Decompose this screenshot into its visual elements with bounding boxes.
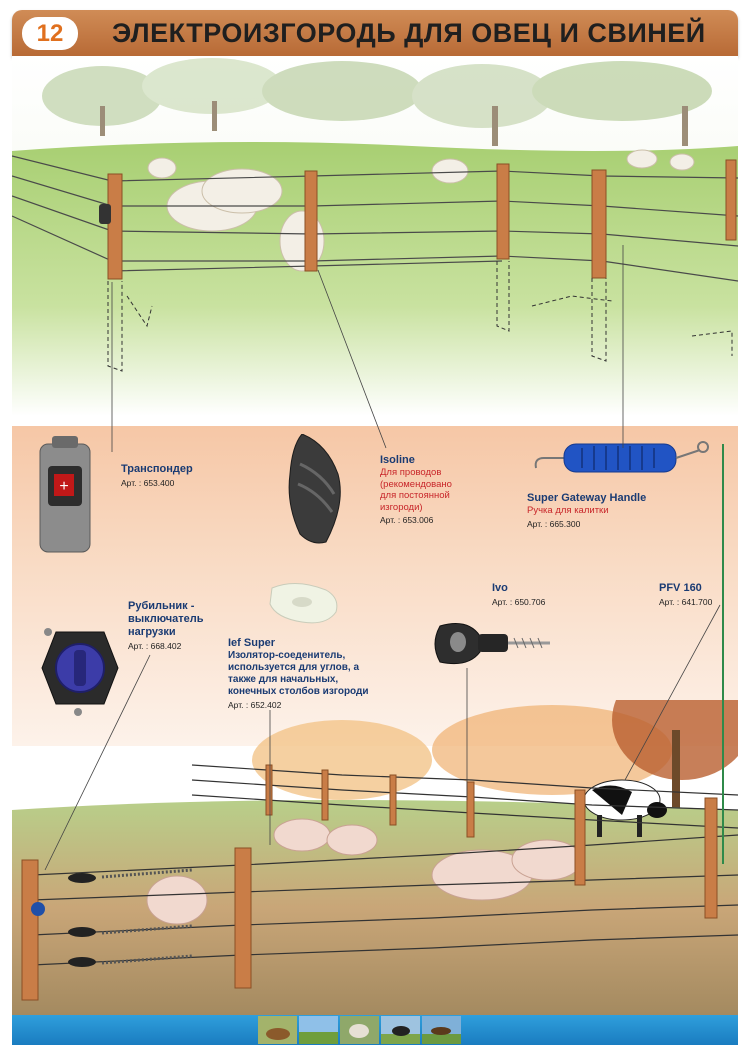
switch-image [38,622,122,723]
isoline-name: Isoline [380,454,415,466]
isoline-desc-2: (рекомендовано [380,478,452,490]
ivo-art: Арт. : 650.706 [492,597,546,607]
pig-pasture-illustration [12,700,738,1015]
page-title: ЭЛЕКТРОИЗГОРОДЬ ДЛЯ ОВЕЦ И СВИНЕЙ [112,18,706,48]
gateway-desc: Ручка для калитки [527,505,609,516]
isoline-label: Isoline Для проводов (рекомендовано для … [380,454,452,526]
transponder-art: Арт. : 653.400 [121,478,175,488]
sheep-thumb-icon [340,1016,379,1044]
switch-name-1: Рубильник - [128,600,195,612]
svg-text:+: + [59,478,68,495]
ief-super-image [266,578,342,633]
ief-art: Арт. : 652.402 [228,700,282,710]
page-number: 12 [22,17,78,50]
ief-desc-4: конечных столбов изгороди [228,686,369,697]
pfv-name: PFV 160 [659,582,702,594]
pfv-art: Арт. : 641.700 [659,597,713,607]
ief-label: Ief Super Изолятор-соеденитель, использу… [228,637,369,711]
switch-label: Рубильник - выключатель нагрузки Арт. : … [128,600,204,652]
ief-desc-1: Изолятор-соеденитель, [228,650,346,661]
pfv-label: PFV 160 Арт. : 641.700 [659,582,712,608]
switch-art: Арт. : 668.402 [128,641,182,651]
landscape-thumb-icon [299,1016,338,1044]
ivo-name: Ivo [492,582,508,594]
ief-desc-2: используется для углов, а [228,662,360,673]
cow-thumb-icon [381,1016,420,1044]
isoline-desc-4: изгороди) [380,501,423,513]
pfv-post-image [719,444,729,869]
ief-desc-3: также для начальных, [228,674,339,685]
gateway-art: Арт. : 665.300 [527,518,581,529]
transponder-image: + [38,436,94,561]
transponder-name: Транспондер [121,463,193,475]
ivo-label: Ivo Арт. : 650.706 [492,582,545,608]
isoline-desc-3: для постоянной [380,490,450,501]
transponder-label: Транспондер Арт. : 653.400 [121,463,193,489]
ief-name: Ief Super [228,637,276,649]
switch-name-3: нагрузки [128,626,176,638]
gateway-label: Super Gateway Handle Ручка для калитки А… [527,492,646,530]
isoline-insulator-image [282,433,350,551]
ivo-insulator-image [430,618,554,675]
isoline-desc-1: Для проводов [380,467,442,478]
gateway-handle-image [532,434,712,489]
gateway-name: Super Gateway Handle [527,492,647,504]
cows-thumb-icon [258,1016,297,1044]
footer-thumbnails [258,1016,461,1044]
switch-name-2: выключатель [128,613,204,625]
page-header: 12 ЭЛЕКТРОИЗГОРОДЬ ДЛЯ ОВЕЦ И СВИНЕЙ [12,10,738,56]
horse-thumb-icon [422,1016,461,1044]
isoline-art: Арт. : 653.006 [380,515,434,525]
sheep-pasture-illustration [12,56,738,416]
